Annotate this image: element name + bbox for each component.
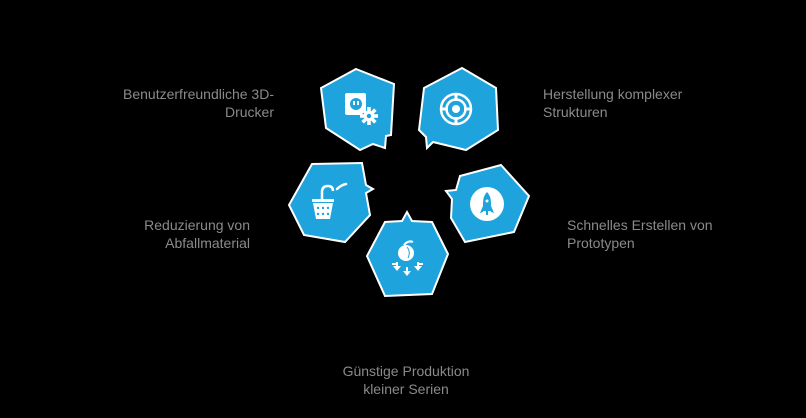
label-line: Drucker <box>224 104 274 120</box>
label-line: Reduzierung von <box>144 217 250 233</box>
label-line: Prototypen <box>567 235 635 251</box>
target-wheel-icon <box>439 92 473 126</box>
label-user-friendly-printers: Benutzerfreundliche 3D- Drucker <box>96 85 274 121</box>
label-line: Benutzerfreundliche 3D- <box>123 86 274 102</box>
hexagon-complex-structures <box>417 66 500 152</box>
label-line: Herstellung komplexer <box>543 86 683 102</box>
label-rapid-prototyping: Schnelles Erstellen von Prototypen <box>567 216 747 252</box>
apple-arrows-icon <box>392 240 423 276</box>
label-line: Günstige Produktion <box>342 363 470 379</box>
label-line: Schnelles Erstellen von <box>567 217 713 233</box>
rocket-icon <box>470 187 504 221</box>
hexagon-waste-reduction <box>287 161 376 244</box>
plug-gear-icon <box>345 93 378 125</box>
label-line: Abfallmaterial <box>165 235 250 251</box>
basket-icon <box>312 182 348 219</box>
label-complex-structures: Herstellung komplexer Strukturen <box>543 85 733 121</box>
label-small-series: Günstige Produktion kleiner Serien <box>318 362 494 398</box>
hexagon-small-series <box>365 209 450 298</box>
label-waste-reduction: Reduzierung von Abfallmaterial <box>110 216 250 252</box>
hexagon-rapid-prototyping <box>444 163 531 244</box>
label-line: kleiner Serien <box>363 381 449 397</box>
label-line: Strukturen <box>543 104 608 120</box>
hexagon-user-friendly-printers <box>319 67 396 152</box>
